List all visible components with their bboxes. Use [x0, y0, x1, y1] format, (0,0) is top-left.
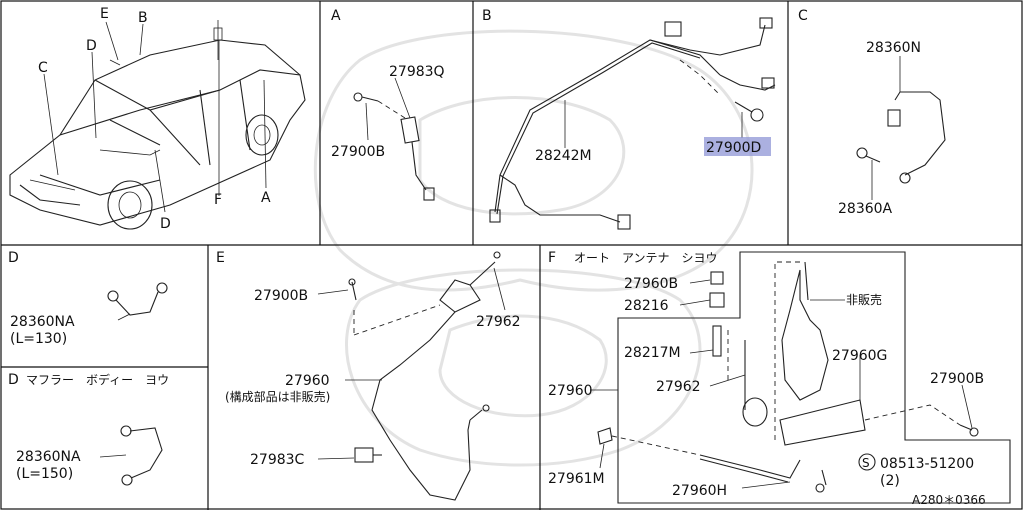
part-08513-51200: 08513-51200: [880, 456, 974, 472]
callout-f: F: [214, 192, 222, 208]
panel-d2-title: マフラー ボディー ヨウ: [26, 372, 169, 387]
part-27960b: 27960B: [624, 276, 678, 292]
part-28217m: 28217M: [624, 345, 681, 361]
leader-27900b-a: [365, 102, 369, 141]
leader-27900b-e: [317, 289, 349, 295]
screw-symbol-icon: S: [858, 453, 876, 471]
callout-c: C: [38, 60, 48, 76]
part-27900b-e: 27900B: [254, 288, 308, 304]
leader-27962-e: [493, 267, 506, 311]
callout-d-bottom: D: [160, 216, 171, 232]
panel-c-drawing: [856, 91, 946, 184]
length-150: (L=150): [16, 466, 73, 482]
panel-b-harness: [489, 17, 776, 230]
quantity-2: (2): [880, 473, 900, 489]
part-28360na-2: 28360NA: [16, 449, 81, 465]
part-28360na-1: 28360NA: [10, 314, 75, 330]
panel-e-drawing: [348, 251, 501, 501]
callout-b: B: [138, 10, 148, 26]
callout-e: E: [100, 6, 109, 22]
panel-a-drawing: [353, 92, 435, 201]
part-27962-e: 27962: [476, 314, 521, 330]
part-27900b-a: 27900B: [331, 144, 385, 160]
part-27962-f: 27962: [656, 379, 701, 395]
part-27983q: 27983Q: [389, 64, 445, 80]
part-27960g: 27960G: [832, 348, 887, 364]
length-130: (L=130): [10, 331, 67, 347]
car-callout-lines: [43, 21, 267, 213]
part-27961m: 27961M: [548, 471, 605, 487]
car-overview-drawing: [9, 20, 306, 230]
diagram-code: A280＊0366: [912, 493, 986, 507]
panel-f-drawing: [597, 261, 979, 493]
panel-f-title: オート アンテナ シヨウ: [574, 251, 718, 265]
note-not-for-sale: 非販売: [846, 292, 882, 307]
panel-e-letter: E: [216, 250, 225, 266]
panel-d2-strap: [120, 425, 163, 486]
panel-a-letter: A: [331, 8, 341, 24]
panel-f-frame: [617, 251, 1011, 504]
part-28360a: 28360A: [838, 201, 893, 217]
highlight-27900d: [704, 137, 771, 156]
leader-27983q: [394, 77, 411, 119]
panel-d1-letter: D: [8, 250, 19, 266]
part-27960h: 27960H: [672, 483, 727, 499]
watermark-emblem: [313, 29, 754, 467]
part-27960-e: 27960: [285, 373, 330, 389]
part-28216: 28216: [624, 298, 669, 314]
callout-d-top: D: [86, 38, 97, 54]
part-27900b-f: 27900B: [930, 371, 984, 387]
note-not-sold: (構成部品は非販売): [225, 389, 330, 404]
leader-28360na-2: [99, 454, 127, 458]
panel-f-letter: F: [548, 250, 556, 266]
car-callout-letters: E B D C D F A: [38, 6, 271, 232]
panel-f-leaders: [590, 279, 973, 489]
screw-symbol-letter: S: [862, 456, 870, 470]
part-27960-f: 27960: [548, 383, 593, 399]
callout-a: A: [261, 190, 271, 206]
leader-28360na-1: [117, 313, 131, 321]
part-27900d: 27900D: [706, 140, 761, 156]
panel-d1-strap: [107, 282, 168, 316]
panel-c-letter: C: [798, 8, 808, 24]
part-27983c: 27983C: [250, 452, 305, 468]
panel-b-letter: B: [482, 8, 492, 24]
panel-d2-letter: D: [8, 372, 19, 388]
part-28360n: 28360N: [866, 40, 921, 56]
part-28242m: 28242M: [535, 148, 592, 164]
leader-27983c: [317, 457, 355, 460]
